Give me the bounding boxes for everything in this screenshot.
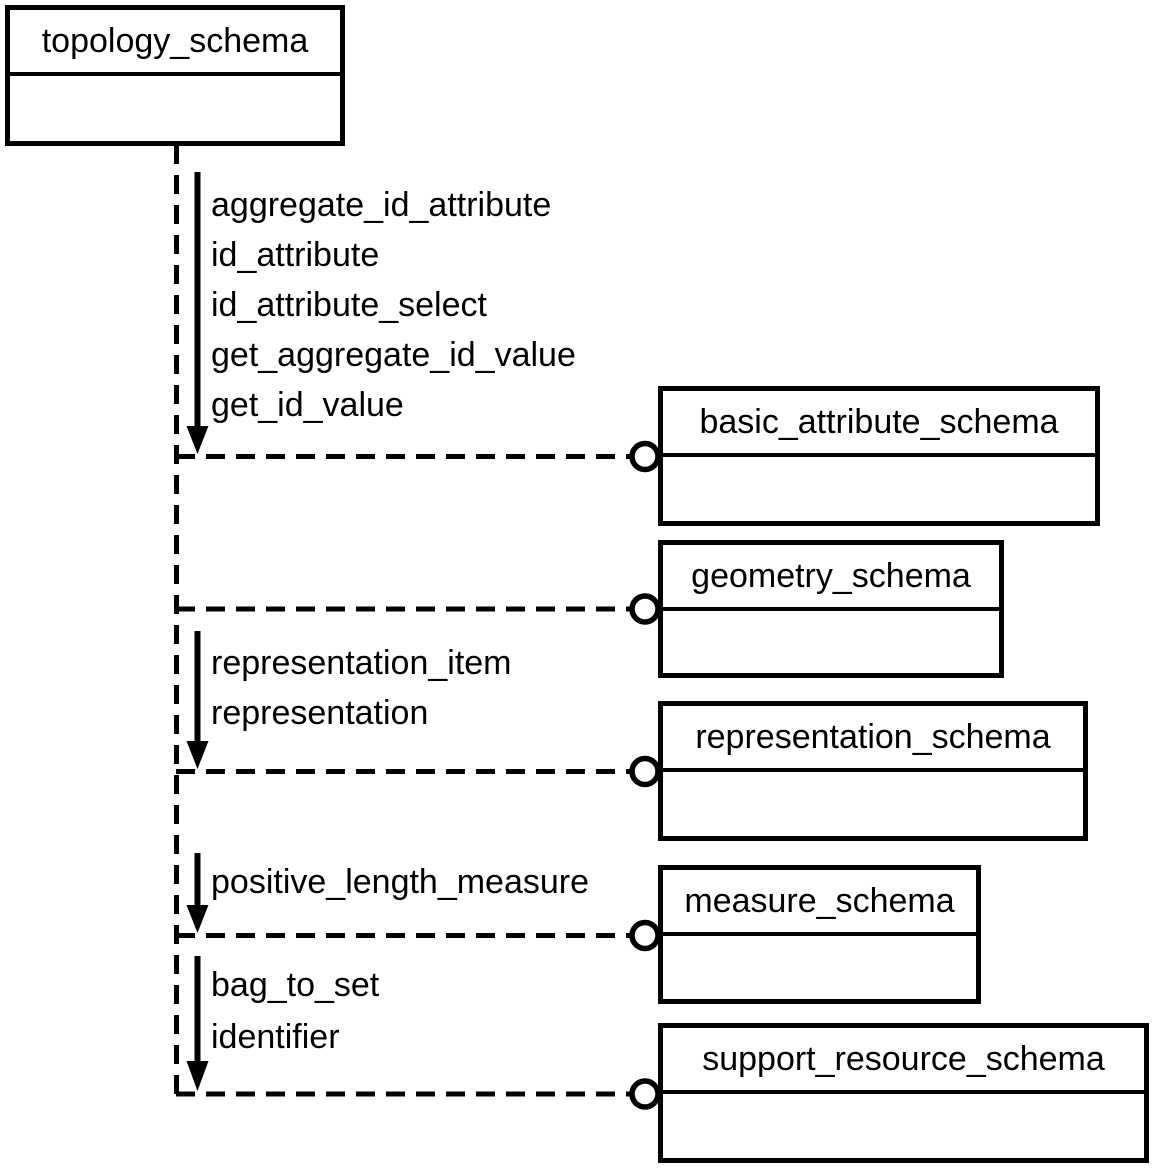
schema-node-title: geometry_schema bbox=[663, 545, 999, 611]
arrowhead-icon bbox=[186, 1061, 209, 1091]
reference-item-label: bag_to_set bbox=[211, 966, 380, 1004]
reference-items-support-resource: bag_to_set identifier bbox=[211, 959, 379, 1063]
reference-item-label: id_attribute_select bbox=[211, 286, 487, 324]
interface-circle-icon bbox=[629, 919, 661, 952]
reference-item-label: identifier bbox=[211, 1018, 340, 1056]
schema-node-topology: topology_schema bbox=[5, 5, 345, 146]
reference-item-label: get_aggregate_id_value bbox=[211, 336, 576, 374]
arrow-basic-attribute-items bbox=[186, 172, 209, 454]
interface-circle-icon bbox=[629, 755, 661, 788]
reference-item-label: get_id_value bbox=[211, 386, 404, 424]
schema-node-title: support_resource_schema bbox=[663, 1028, 1144, 1094]
schema-node-body bbox=[663, 1094, 1144, 1158]
schema-node-title: representation_schema bbox=[663, 706, 1083, 772]
schema-node-body bbox=[663, 457, 1095, 521]
reference-items-representation: representation_item representation bbox=[211, 638, 512, 738]
reference-items-measure: positive_length_measure bbox=[211, 857, 589, 907]
schema-node-title: topology_schema bbox=[10, 10, 340, 76]
interface-circle-icon bbox=[629, 593, 661, 625]
schema-node-measure: measure_schema bbox=[658, 865, 981, 1004]
schema-node-representation: representation_schema bbox=[658, 701, 1088, 841]
reference-item-label: aggregate_id_attribute bbox=[211, 186, 552, 224]
schema-node-geometry: geometry_schema bbox=[658, 540, 1004, 678]
interface-circle-icon bbox=[629, 1078, 661, 1110]
schema-node-basic-attribute: basic_attribute_schema bbox=[658, 386, 1100, 526]
schema-node-body bbox=[663, 611, 999, 673]
arrow-measure-items bbox=[186, 853, 209, 933]
schema-node-body bbox=[663, 772, 1083, 836]
reference-items-basic-attribute: aggregate_id_attribute id_attribute id_a… bbox=[211, 180, 576, 430]
arrowhead-icon bbox=[186, 905, 209, 933]
reference-item-label: id_attribute bbox=[211, 236, 380, 274]
arrow-representation-items bbox=[186, 631, 209, 769]
schema-node-body bbox=[10, 76, 340, 141]
arrowhead-icon bbox=[186, 426, 209, 454]
reference-item-label: positive_length_measure bbox=[211, 863, 590, 901]
schema-node-support-resource: support_resource_schema bbox=[658, 1023, 1149, 1163]
reference-item-label: representation bbox=[211, 694, 429, 732]
arrowhead-icon bbox=[186, 741, 209, 769]
reference-item-label: representation_item bbox=[211, 644, 512, 682]
arrow-support-resource-items bbox=[186, 956, 209, 1091]
schema-node-title: basic_attribute_schema bbox=[663, 391, 1095, 457]
interface-circle-icon bbox=[629, 440, 661, 473]
schema-node-body bbox=[663, 936, 976, 999]
schema-node-title: measure_schema bbox=[663, 870, 976, 936]
